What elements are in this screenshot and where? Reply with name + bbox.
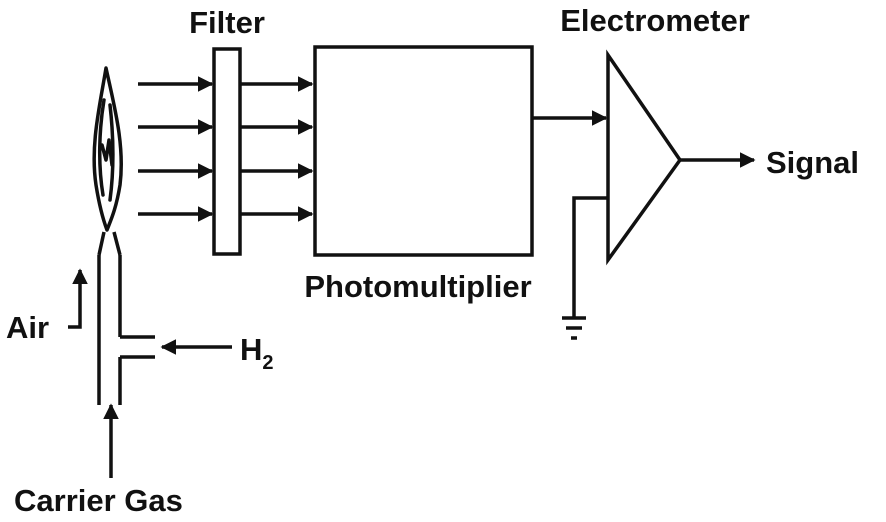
h2-label-subscript: 2 bbox=[262, 352, 273, 374]
flame-icon bbox=[92, 66, 124, 232]
light-arrows-in bbox=[138, 76, 214, 222]
h2-label-main: H bbox=[240, 332, 262, 367]
photomultiplier-label: Photomultiplier bbox=[304, 269, 531, 304]
air-label: Air bbox=[6, 310, 49, 345]
air-inlet-arrow bbox=[68, 268, 88, 329]
photomultiplier-box bbox=[313, 45, 534, 257]
light-arrows-out bbox=[240, 76, 314, 222]
filter-box bbox=[212, 47, 242, 256]
carrier-gas-label: Carrier Gas bbox=[14, 483, 183, 518]
ground-icon bbox=[562, 196, 608, 340]
burner-jet bbox=[97, 231, 155, 405]
h2-label: H2 bbox=[240, 332, 274, 374]
electrometer-label: Electrometer bbox=[560, 3, 750, 38]
signal-label: Signal bbox=[766, 145, 859, 180]
electrometer-amplifier bbox=[606, 49, 683, 266]
filter-label: Filter bbox=[189, 5, 265, 40]
